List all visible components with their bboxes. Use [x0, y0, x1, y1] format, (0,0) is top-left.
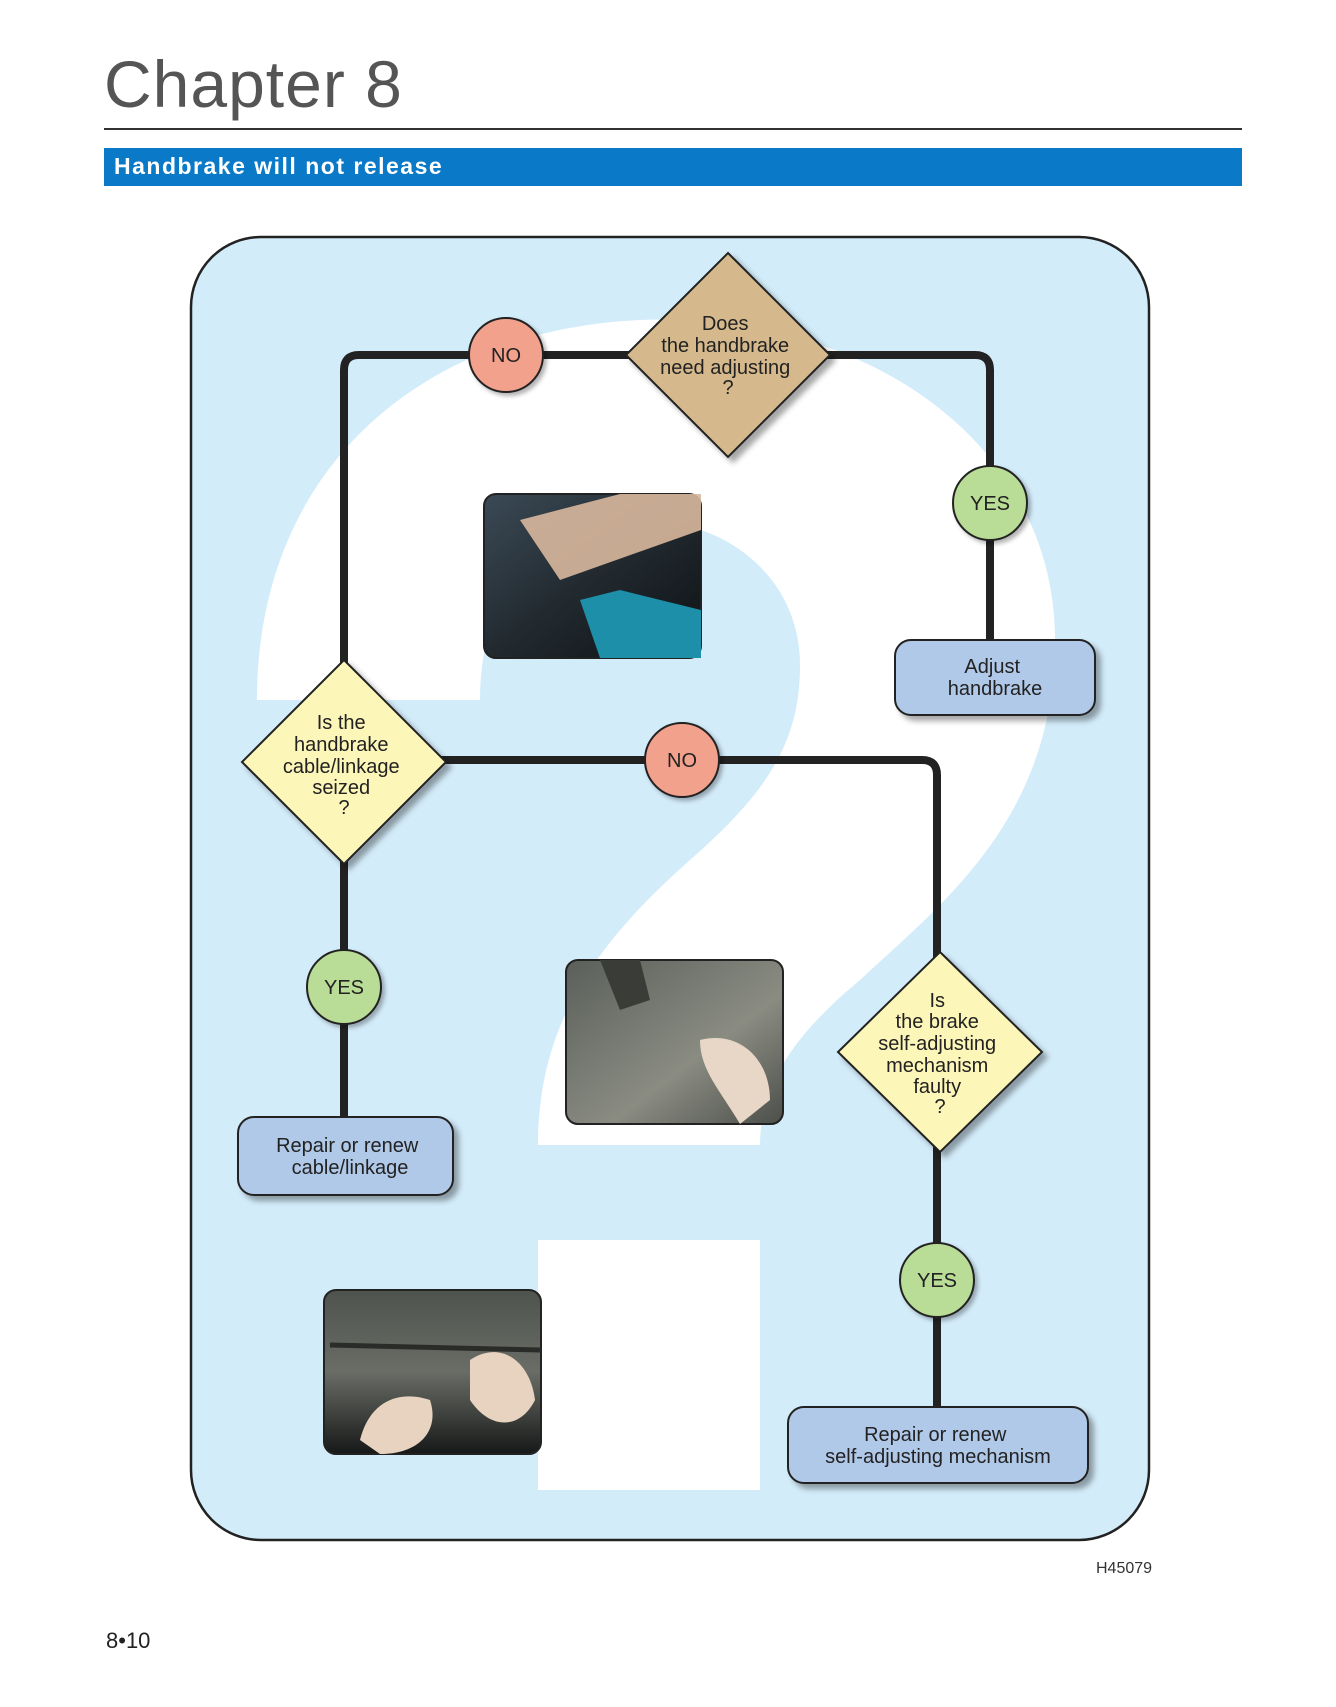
decision-need-adjusting-text: Does the handbrake need adjusting ? — [660, 313, 796, 399]
page-number: 8•10 — [106, 1628, 151, 1653]
decision-self-adjusting-faulty: Is the brake self-adjusting mechanism fa… — [836, 950, 1044, 1154]
svg-text:YES: YES — [970, 493, 1010, 515]
photo-cable-adjustment — [323, 1289, 542, 1455]
action-repair-self-adjusting: Repair or renew self-adjusting mechanism — [787, 1406, 1089, 1484]
section-bar: Handbrake will not release — [104, 148, 1242, 186]
decision-cable-seized: Is the handbrake cable/linkage seized ? — [240, 658, 448, 866]
action-adjust-handbrake: Adjust handbrake — [894, 639, 1096, 716]
svg-text:Repair or renew self-adj: Repair or renew self-adjusting mechanism — [825, 1424, 1051, 1468]
photo-underbody-cable — [565, 959, 784, 1125]
answer-yes-adjusting: YES — [952, 465, 1028, 541]
answer-no-adjusting: NO — [468, 317, 544, 393]
photo-handbrake-lever — [483, 493, 702, 659]
figure-code: H45079 — [1096, 1560, 1153, 1577]
svg-text:Repair or renew cable/li: Repair or renew cable/linkage — [276, 1135, 424, 1179]
question-mark-watermark — [257, 319, 1055, 1490]
answer-yes-seized: YES — [306, 949, 382, 1025]
svg-text:YES: YES — [917, 1270, 957, 1292]
section-title: Handbrake will not release — [114, 153, 444, 179]
svg-text:Adjust handbrake: Adjust handbrake — [948, 656, 1043, 700]
svg-text:NO: NO — [491, 345, 521, 367]
chapter-title: Chapter 8 — [104, 47, 403, 121]
decision-need-adjusting: Does the handbrake need adjusting ? — [624, 251, 832, 459]
answer-yes-self-adjusting: YES — [899, 1242, 975, 1318]
answer-no-seized: NO — [644, 722, 720, 798]
svg-text:Is the brake self-: Is the brake self-adjusting mechanism fa… — [878, 990, 1001, 1118]
svg-text:Is the handbrake c: Is the handbrake cable/linkage seized ? — [283, 712, 405, 819]
header-rule — [104, 128, 1242, 130]
svg-text:YES: YES — [324, 977, 364, 999]
action-repair-cable: Repair or renew cable/linkage — [237, 1116, 454, 1196]
svg-text:NO: NO — [667, 750, 697, 772]
